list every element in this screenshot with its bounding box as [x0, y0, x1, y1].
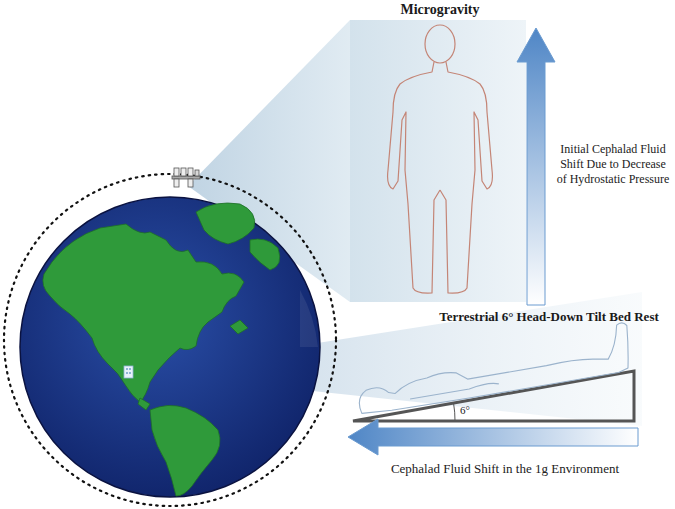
- panel-heading: Microgravity: [345, 2, 535, 18]
- arrow-caption: Cephalad Fluid Shift in the 1g Environme…: [360, 461, 650, 477]
- continents: [43, 203, 280, 496]
- space-station: [172, 168, 200, 187]
- lying-figure: [353, 322, 634, 417]
- human-figure: [388, 25, 493, 293]
- research-building: [124, 366, 133, 378]
- angle-label: 6°: [460, 404, 470, 418]
- panel: Microgravity: [345, 2, 535, 18]
- panel-heading: Terrestrial 6° Head-Down Tilt Bed Rest: [425, 309, 673, 325]
- panel: Terrestrial 6° Head-Down Tilt Bed Rest: [425, 309, 673, 325]
- arrow-caption: Initial Cephalad Fluid Shift Due to Decr…: [556, 142, 670, 187]
- tilt-bed: [353, 371, 634, 421]
- fluid-shift-arrow: [348, 419, 638, 455]
- earth: [20, 197, 320, 497]
- orbit: [4, 174, 336, 506]
- view-panel: [350, 20, 526, 302]
- fluid-shift-arrow: [517, 28, 555, 305]
